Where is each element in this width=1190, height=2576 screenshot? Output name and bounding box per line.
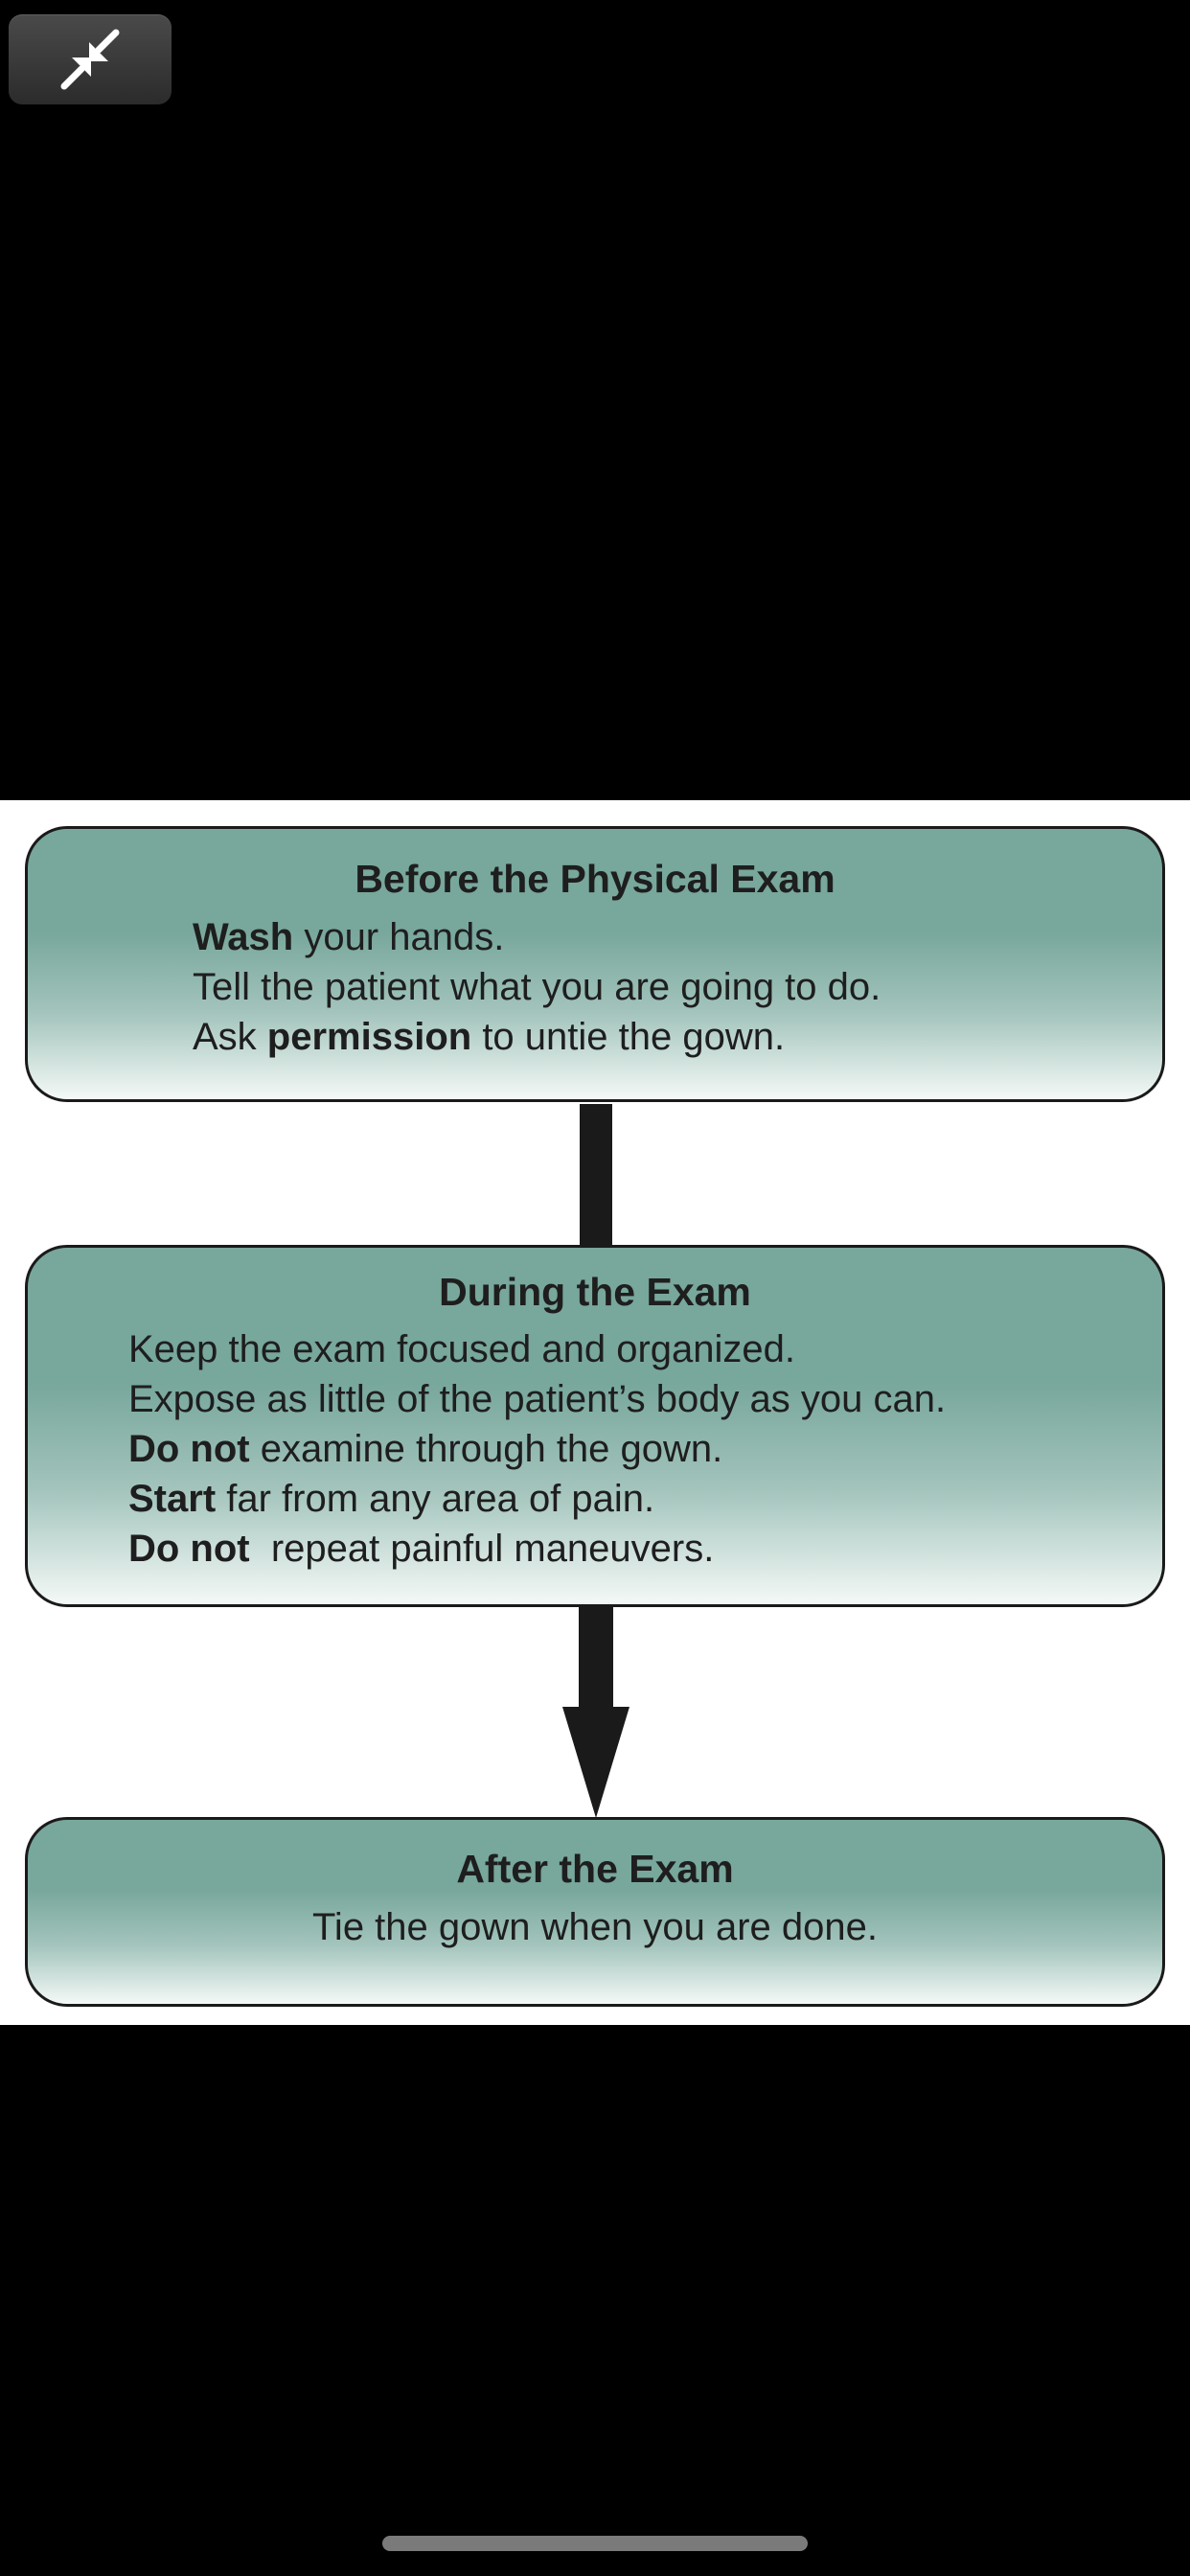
before-line-1-text: your hands.: [293, 916, 505, 958]
arrow-down-icon: [562, 1707, 629, 1818]
after-exam-box: After the Exam Tie the gown when you are…: [25, 1817, 1165, 2007]
before-exam-lines: Wash your hands. Tell the patient what y…: [193, 912, 881, 1062]
connector-line: [580, 1104, 612, 1248]
during-line-4: Start far from any area of pain.: [128, 1474, 946, 1524]
during-exam-box: During the Exam Keep the exam focused an…: [25, 1245, 1165, 1607]
after-exam-title: After the Exam: [456, 1847, 734, 1891]
before-line-3: Ask permission to untie the gown.: [193, 1012, 881, 1062]
after-exam-lines: Tie the gown when you are done.: [28, 1902, 1162, 1952]
during-line-2: Expose as little of the patient’s body a…: [128, 1374, 946, 1424]
during-line-4-text: far from any area of pain.: [216, 1478, 655, 1520]
collapse-arrows-icon: [60, 29, 120, 90]
during-line-4-bold: Start: [128, 1478, 217, 1520]
before-line-2-text: Tell the patient what you are going to d…: [193, 966, 881, 1008]
during-exam-title: During the Exam: [439, 1270, 751, 1314]
before-line-3-text: to untie the gown.: [471, 1016, 786, 1058]
during-line-3-bold: Do not: [128, 1428, 250, 1470]
during-line-5-bold: Do not: [128, 1528, 250, 1570]
flowchart-figure: Before the Physical Exam Wash your hands…: [0, 800, 1190, 2025]
collapse-button[interactable]: [9, 14, 172, 104]
during-line-5: Do not repeat painful maneuvers.: [128, 1524, 946, 1574]
arrow-shaft: [579, 1607, 613, 1709]
after-line-1: Tie the gown when you are done.: [28, 1902, 1162, 1952]
during-line-5-text: repeat painful maneuvers.: [249, 1528, 715, 1570]
during-line-3-text: examine through the gown.: [249, 1428, 723, 1470]
during-line-1: Keep the exam focused and organized.: [128, 1324, 946, 1374]
before-line-1-bold: Wash: [193, 916, 294, 958]
before-line-3-bold: permission: [266, 1016, 472, 1058]
before-line-2: Tell the patient what you are going to d…: [193, 962, 881, 1012]
during-line-3: Do not examine through the gown.: [128, 1424, 946, 1474]
after-line-1-text: Tie the gown when you are done.: [311, 1906, 879, 1948]
before-line-3-pre: Ask: [193, 1016, 267, 1058]
during-line-2-text: Expose as little of the patient’s body a…: [128, 1378, 947, 1420]
before-line-1: Wash your hands.: [193, 912, 881, 962]
home-indicator[interactable]: [382, 2536, 808, 2551]
before-exam-box: Before the Physical Exam Wash your hands…: [25, 826, 1165, 1102]
during-exam-lines: Keep the exam focused and organized. Exp…: [128, 1324, 946, 1574]
during-line-1-text: Keep the exam focused and organized.: [128, 1328, 796, 1370]
before-exam-title: Before the Physical Exam: [355, 857, 835, 901]
